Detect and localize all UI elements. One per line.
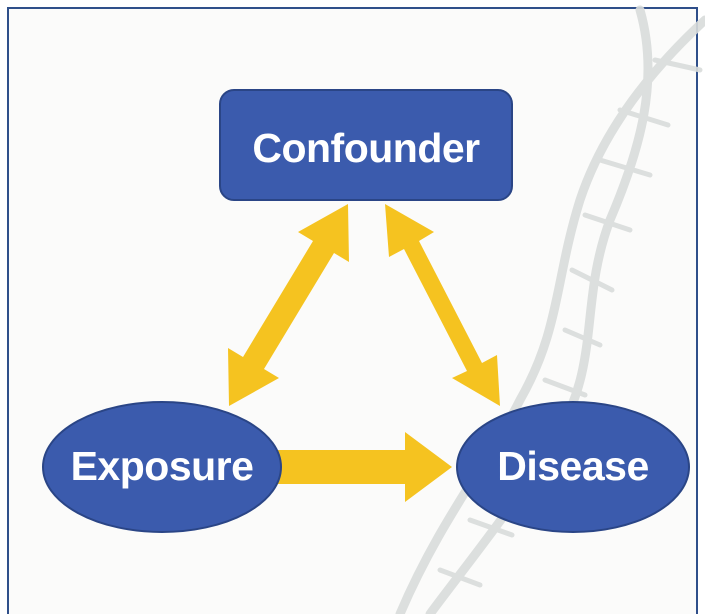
exposure-node xyxy=(42,401,282,533)
helix-rung xyxy=(467,517,515,538)
helix-rung xyxy=(542,377,588,398)
disease-label: Disease xyxy=(497,443,649,489)
helix-rung xyxy=(562,327,603,348)
helix-rung xyxy=(582,212,633,233)
confounder-label: Confounder xyxy=(252,125,480,171)
arrow-confounder-disease xyxy=(385,204,500,406)
helix-rung xyxy=(569,267,615,293)
arrows xyxy=(228,204,500,502)
helix-rung xyxy=(617,107,671,128)
arrow-confounder-exposure xyxy=(228,204,349,406)
disease-node xyxy=(456,401,690,533)
arrow-exposure-disease xyxy=(270,432,452,502)
helix-rung xyxy=(652,57,703,73)
confounder-node xyxy=(219,89,513,201)
helix-rung xyxy=(597,157,653,178)
exposure-label: Exposure xyxy=(70,443,254,489)
helix-rung xyxy=(437,567,483,588)
